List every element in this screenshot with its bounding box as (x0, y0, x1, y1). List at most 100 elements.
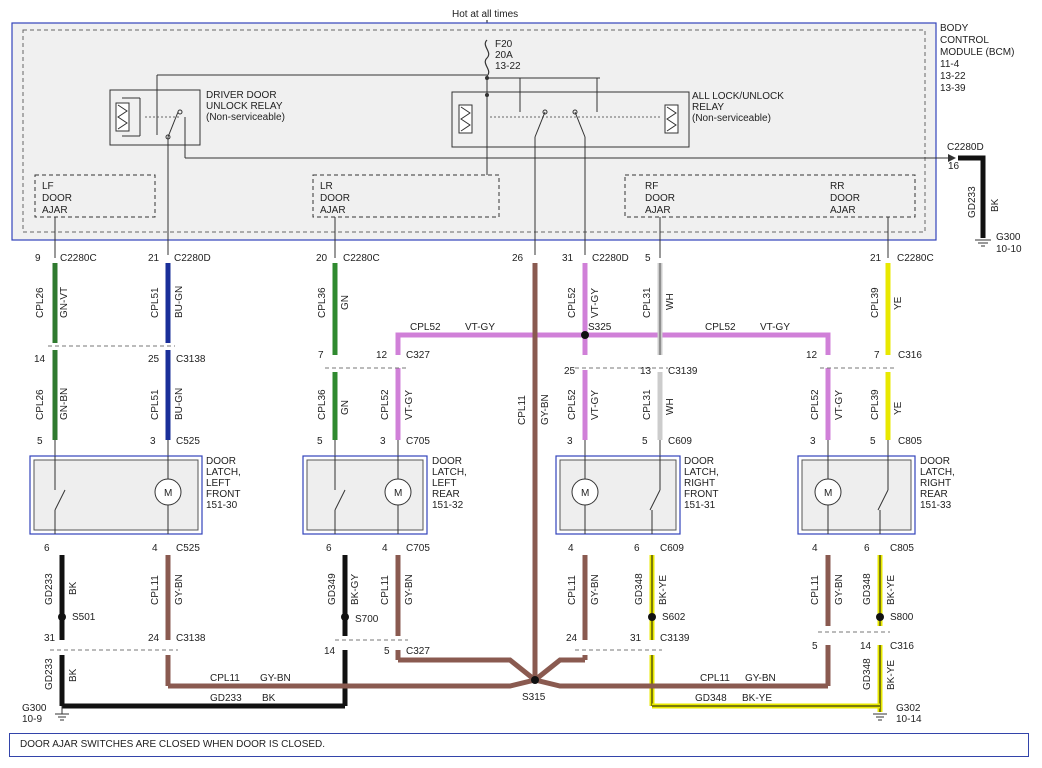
svg-text:CPL36: CPL36 (317, 389, 328, 420)
svg-text:GN: GN (340, 400, 351, 415)
svg-text:CPL52: CPL52 (567, 287, 578, 318)
svg-text:CPL11: CPL11 (210, 673, 240, 684)
svg-text:LEFT: LEFT (206, 478, 230, 489)
svg-text:AJAR: AJAR (42, 205, 68, 216)
svg-text:10-9: 10-9 (22, 714, 42, 725)
svg-text:C3139: C3139 (668, 366, 698, 377)
svg-text:20: 20 (316, 253, 328, 264)
svg-text:BK-YE: BK-YE (886, 575, 897, 605)
splice-s700 (341, 613, 349, 621)
svg-text:AJAR: AJAR (830, 205, 856, 216)
ground-g300: G300 10-9 (22, 703, 69, 725)
rf-rr-door-ajar: RF DOOR AJAR RR DOOR AJAR (624, 174, 916, 218)
bcm-inner-dashed (22, 29, 926, 233)
svg-text:RR: RR (830, 181, 844, 192)
hot-label: Hot at all times (452, 9, 518, 20)
svg-text:CPL52: CPL52 (567, 389, 578, 420)
svg-text:GY-BN: GY-BN (404, 574, 415, 605)
svg-text:BK-YE: BK-YE (886, 660, 897, 690)
svg-text:7: 7 (318, 350, 324, 361)
svg-text:24: 24 (148, 633, 160, 644)
svg-text:6: 6 (634, 543, 640, 554)
svg-text:GD233: GD233 (44, 573, 55, 605)
svg-text:VT-GY: VT-GY (590, 288, 601, 318)
svg-text:5: 5 (384, 646, 390, 657)
svg-text:DOOR: DOOR (645, 193, 675, 204)
svg-text:C525: C525 (176, 436, 200, 447)
svg-text:4: 4 (812, 543, 818, 554)
svg-text:GY-BN: GY-BN (590, 574, 601, 605)
svg-text:5: 5 (645, 253, 651, 264)
svg-text:GD233: GD233 (44, 658, 55, 690)
svg-text:GN-BN: GN-BN (59, 388, 70, 420)
svg-text:GD348: GD348 (695, 693, 727, 704)
svg-text:CPL52: CPL52 (410, 322, 441, 333)
svg-text:CPL39: CPL39 (870, 389, 881, 420)
svg-text:GY-BN: GY-BN (174, 574, 185, 605)
svg-text:151-32: 151-32 (432, 500, 464, 511)
svg-text:CPL11: CPL11 (517, 395, 528, 425)
fuse-f20: F20 20A 13-22 (484, 39, 521, 77)
svg-text:CPL51: CPL51 (150, 287, 161, 318)
svg-text:7: 7 (874, 350, 880, 361)
svg-text:5: 5 (642, 436, 648, 447)
svg-text:CPL11: CPL11 (810, 575, 821, 605)
svg-text:CPL52: CPL52 (380, 389, 391, 420)
lr-door-ajar: LR DOOR AJAR (312, 174, 500, 218)
bcm-label: BODY CONTROL MODULE (BCM) 11-4 13-22 13-… (940, 23, 1014, 94)
svg-text:14: 14 (324, 646, 336, 657)
svg-text:VT-GY: VT-GY (760, 322, 790, 333)
svg-text:DOOR: DOOR (920, 456, 950, 467)
svg-text:BK-YE: BK-YE (658, 575, 669, 605)
svg-text:M: M (394, 488, 402, 499)
svg-text:G300: G300 (22, 703, 47, 714)
svg-text:3: 3 (380, 436, 386, 447)
svg-text:M: M (164, 488, 172, 499)
svg-text:CPL36: CPL36 (317, 287, 328, 318)
svg-text:BK-GY: BK-GY (350, 574, 361, 605)
svg-text:12: 12 (376, 350, 388, 361)
ground-g302: G302 10-14 (873, 703, 922, 725)
svg-text:13-22: 13-22 (940, 71, 966, 82)
svg-text:LATCH,: LATCH, (920, 467, 955, 478)
svg-text:S315: S315 (522, 692, 546, 703)
svg-text:LR: LR (320, 181, 333, 192)
door-latch-left-front: M DOOR LATCH, LEFT FRONT 151-30 (29, 455, 241, 535)
svg-text:MODULE (BCM): MODULE (BCM) (940, 47, 1014, 58)
svg-text:GD233: GD233 (210, 693, 242, 704)
svg-text:21: 21 (870, 253, 882, 264)
svg-text:LATCH,: LATCH, (432, 467, 467, 478)
footnote: DOOR AJAR SWITCHES ARE CLOSED WHEN DOOR … (9, 733, 1029, 757)
svg-text:16: 16 (948, 161, 960, 172)
svg-text:DRIVER DOOR: DRIVER DOOR (206, 90, 277, 101)
svg-text:C2280C: C2280C (897, 253, 934, 264)
svg-text:13-22: 13-22 (495, 61, 521, 72)
svg-text:WH: WH (665, 293, 676, 310)
svg-text:C327: C327 (406, 646, 430, 657)
svg-text:13: 13 (640, 366, 652, 377)
svg-text:YE: YE (893, 401, 904, 415)
svg-text:151-31: 151-31 (684, 500, 716, 511)
svg-text:5: 5 (812, 641, 818, 652)
svg-text:M: M (581, 488, 589, 499)
splice-s800 (876, 613, 884, 621)
svg-text:GN: GN (340, 295, 351, 310)
right-ground-output: C2280D 16 GD233 BK G300 10-10 (947, 142, 1022, 255)
svg-text:LF: LF (42, 181, 54, 192)
svg-text:C609: C609 (668, 436, 692, 447)
svg-text:F20: F20 (495, 39, 513, 50)
svg-text:VT-GY: VT-GY (404, 390, 415, 420)
svg-text:10-14: 10-14 (896, 714, 922, 725)
svg-text:M: M (824, 488, 832, 499)
svg-text:C2280C: C2280C (60, 253, 97, 264)
svg-text:11-4: 11-4 (940, 59, 960, 70)
svg-text:31: 31 (630, 633, 642, 644)
svg-text:GD348: GD348 (862, 573, 873, 605)
svg-text:CPL52: CPL52 (810, 389, 821, 420)
svg-text:CPL52: CPL52 (705, 322, 736, 333)
svg-text:CPL26: CPL26 (35, 389, 46, 420)
splice-labels: S501 S700 S602 S800 S315 (72, 612, 914, 703)
svg-text:GN-VT: GN-VT (59, 287, 70, 318)
svg-text:C525: C525 (176, 543, 200, 554)
svg-text:BK: BK (68, 668, 79, 682)
